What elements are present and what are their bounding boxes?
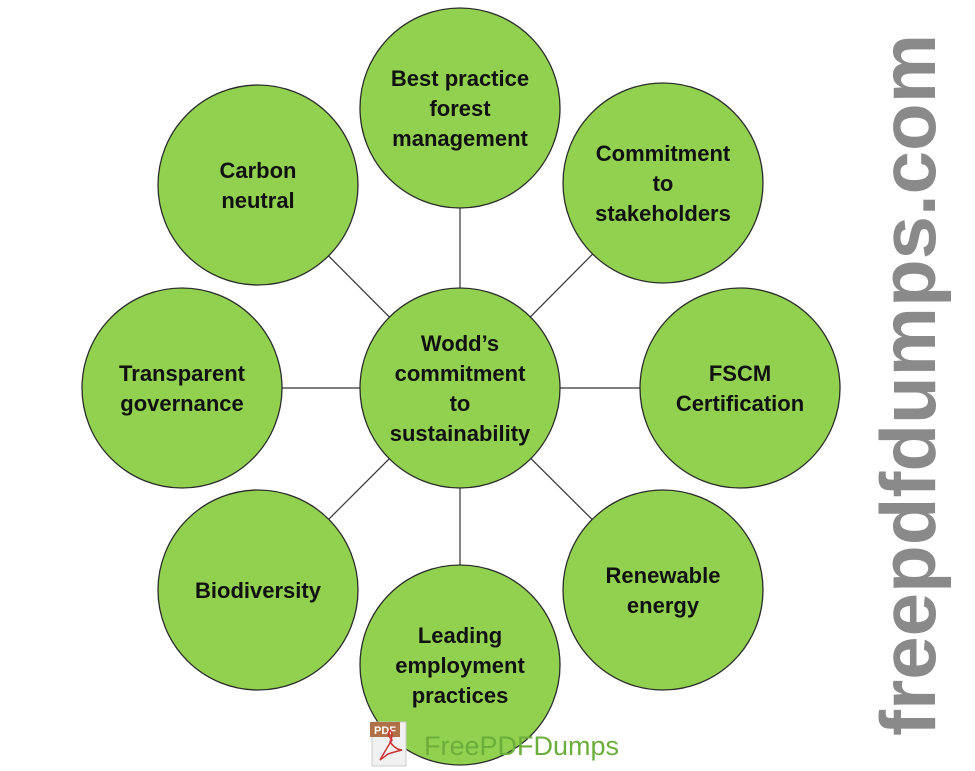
node-commitment-to-stakeholders: Commitment to stakeholders [562, 82, 764, 284]
node-circle [562, 489, 764, 691]
node-leading-employment-practices: Leading employment practices [359, 564, 561, 766]
center-node: Wodd’s commitment to sustainability [359, 287, 561, 489]
node-label-line: management [392, 126, 528, 151]
node-label-line: employment [395, 653, 525, 678]
node-label-line: to [653, 171, 674, 196]
node-label-line: Certification [676, 391, 804, 416]
logo: PDF FreePDFDumps [370, 721, 619, 767]
node-fscm-certification: FSCM Certification [639, 287, 841, 489]
node-label-line: Leading [418, 623, 502, 648]
node-label-line: stakeholders [595, 201, 731, 226]
node-circle [359, 287, 561, 489]
node-label-line: forest [429, 96, 491, 121]
node-circle [81, 287, 283, 489]
node-label-line: commitment [395, 361, 526, 386]
node-label-line: Wodd’s [421, 331, 499, 356]
node-label-line: practices [412, 683, 509, 708]
node-label-line: Transparent [119, 361, 246, 386]
node-label-line: neutral [221, 188, 294, 213]
node-best-practice-forest-management: Best practice forest management [359, 7, 561, 209]
node-label-line: Commitment [596, 141, 731, 166]
node-label-line: Renewable [606, 563, 721, 588]
node-renewable-energy: Renewable energy [562, 489, 764, 691]
node-label-line: Biodiversity [195, 578, 322, 603]
node-label-line: energy [627, 593, 700, 618]
node-label-line: to [450, 391, 471, 416]
node-label-line: Best practice [391, 66, 529, 91]
node-label-line: governance [120, 391, 244, 416]
node-circle [562, 82, 764, 284]
node-circle [359, 564, 561, 766]
node-label-line: FSCM [709, 361, 771, 386]
node-transparent-governance: Transparent governance [81, 287, 283, 489]
node-label-line: Carbon [220, 158, 297, 183]
node-circle [359, 7, 561, 209]
node-label-line: sustainability [390, 421, 531, 446]
node-biodiversity: Biodiversity [157, 489, 359, 691]
node-carbon-neutral: Carbon neutral [157, 84, 359, 286]
acrobat-icon [379, 728, 403, 761]
node-circle [157, 84, 359, 286]
node-circle [639, 287, 841, 489]
logo-text: FreePDFDumps [424, 731, 619, 761]
watermark: freepdfdumps.com [864, 34, 952, 736]
pdf-badge-label: PDF [374, 725, 396, 737]
node-circle [157, 489, 359, 691]
